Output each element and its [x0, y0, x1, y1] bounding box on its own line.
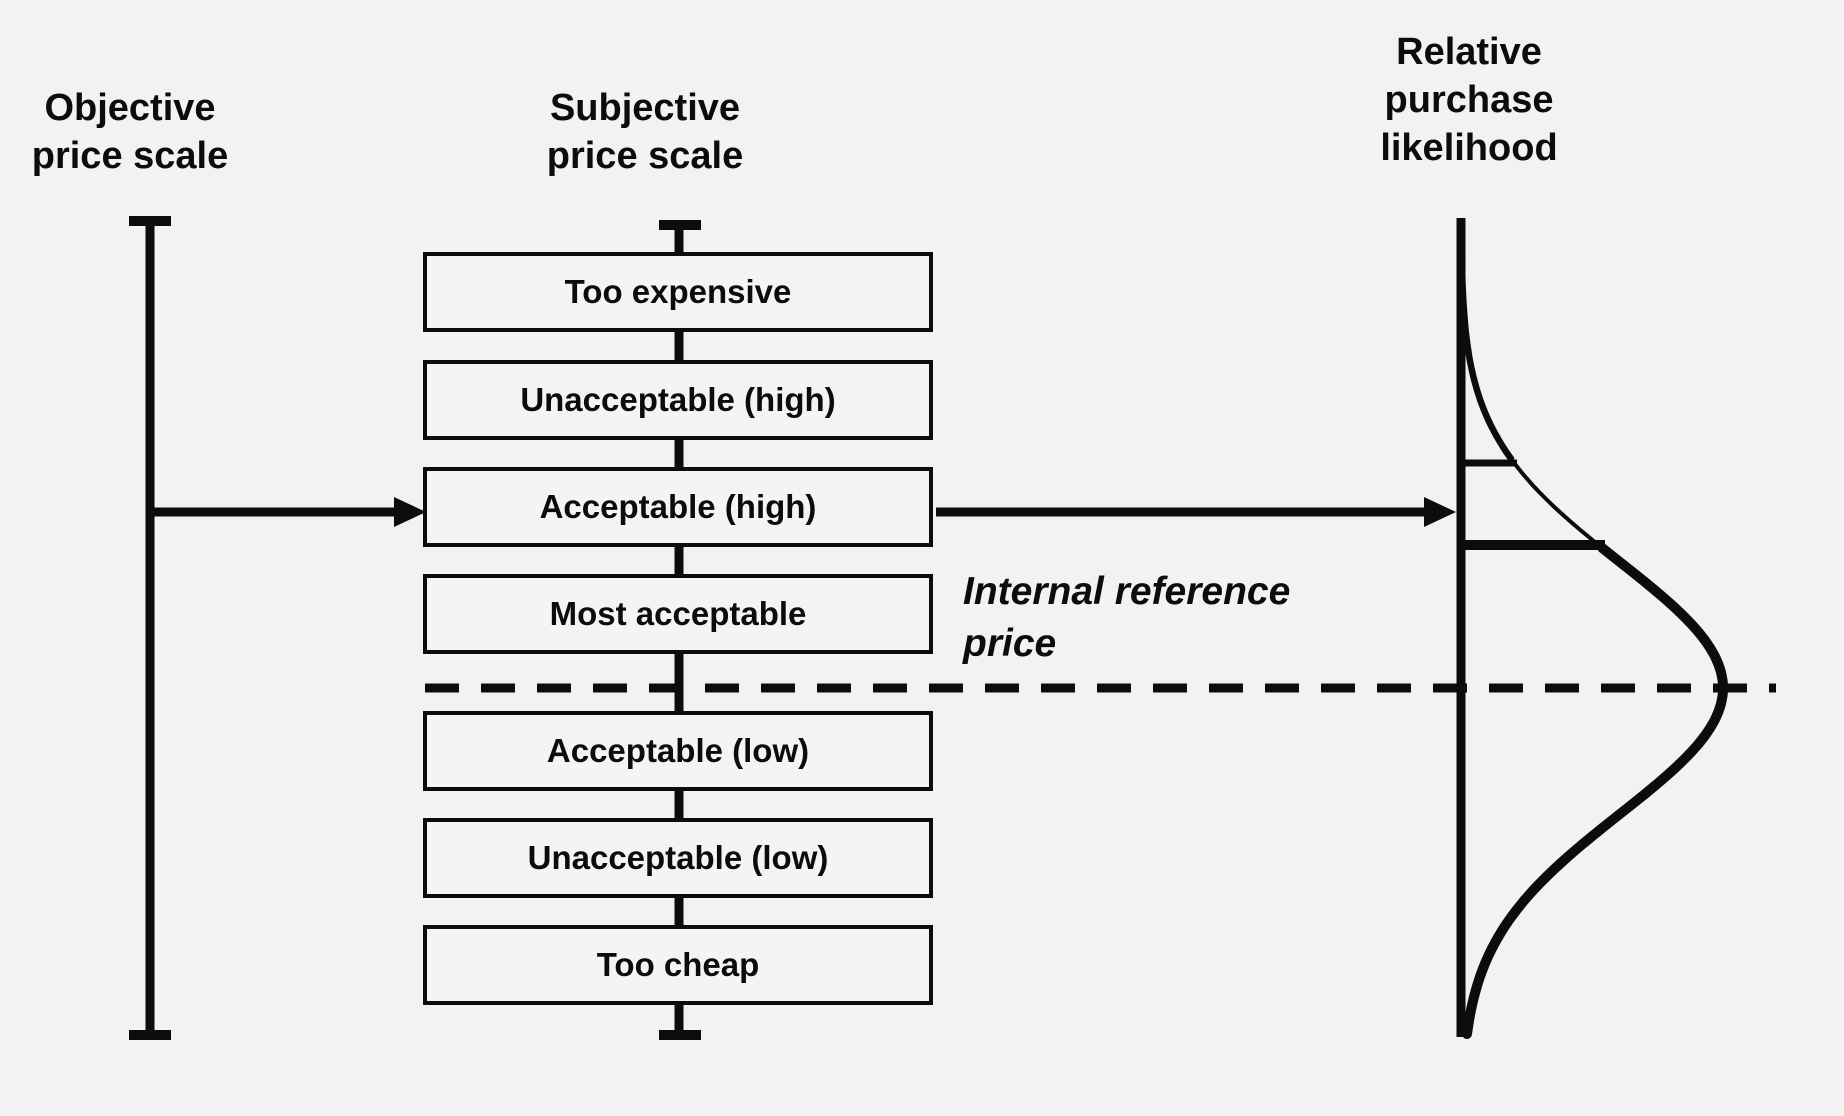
relative-title-line1: Relative — [1396, 31, 1542, 73]
internal-reference-price-label: Internal reference price — [963, 566, 1383, 670]
box-to-curve-arrowhead — [1424, 497, 1456, 527]
relative-purchase-likelihood-title: Relative purchase likelihood — [1324, 28, 1614, 172]
objective-title-line2: price scale — [31, 135, 229, 177]
box-too-expensive-label: Too expensive — [564, 273, 792, 310]
box-most-acceptable: Most acceptable — [423, 574, 933, 654]
subjective-title-line2: price scale — [546, 135, 744, 177]
objective-to-box-arrowhead — [394, 497, 426, 527]
irp-label-line1: Internal reference — [963, 570, 1291, 613]
box-unacceptable-high-label: Unacceptable (high) — [520, 381, 836, 418]
objective-title-line1: Objective — [44, 87, 216, 129]
box-unacceptable-low: Unacceptable (low) — [423, 818, 933, 898]
irp-label-line2: price — [963, 622, 1057, 665]
box-acceptable-high-label: Acceptable (high) — [539, 488, 817, 525]
box-acceptable-low: Acceptable (low) — [423, 711, 933, 791]
box-too-expensive: Too expensive — [423, 252, 933, 332]
relative-title-line3: likelihood — [1380, 127, 1558, 169]
subjective-title-line1: Subjective — [549, 87, 741, 129]
box-unacceptable-high: Unacceptable (high) — [423, 360, 933, 440]
relative-title-line2: purchase — [1384, 79, 1554, 121]
likelihood-curve-main-bell — [1462, 543, 1729, 1039]
subjective-axis-top-cap — [659, 220, 701, 230]
box-acceptable-high: Acceptable (high) — [423, 467, 933, 547]
likelihood-curve-upper-tail — [1458, 252, 1515, 462]
subjective-axis-bottom-cap — [659, 1030, 701, 1040]
box-unacceptable-low-label: Unacceptable (low) — [527, 839, 829, 876]
subjective-price-scale-title: Subjective price scale — [503, 84, 787, 180]
likelihood-curve-thin-segment — [1510, 458, 1604, 550]
objective-axis-bottom-cap — [129, 1030, 171, 1040]
objective-price-scale-title: Objective price scale — [8, 84, 252, 180]
objective-axis-top-cap — [129, 216, 171, 226]
box-most-acceptable-label: Most acceptable — [549, 595, 807, 632]
box-too-cheap: Too cheap — [423, 925, 933, 1005]
box-acceptable-low-label: Acceptable (low) — [546, 732, 810, 769]
box-too-cheap-label: Too cheap — [596, 946, 760, 983]
